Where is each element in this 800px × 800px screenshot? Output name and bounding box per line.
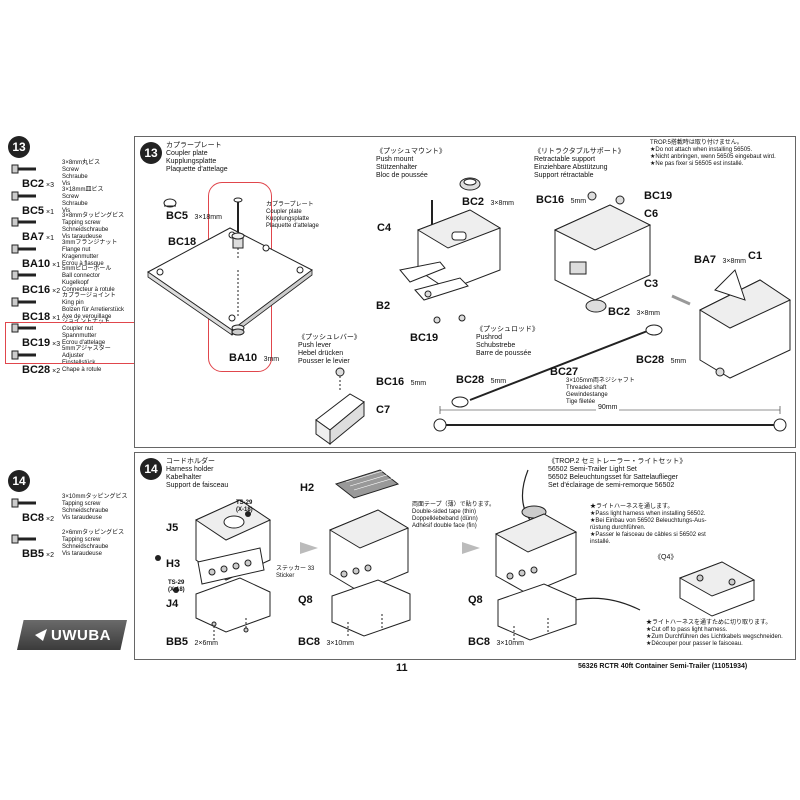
tape-h2-label: H2: [300, 482, 315, 494]
harness-j4-label: J4: [166, 598, 179, 610]
bc19-part-icon: [10, 319, 38, 337]
tape-instructions: 両面テープ（薄）で貼ります。Double-sided tape (thin)Do…: [412, 502, 496, 529]
step-13-number: 13: [8, 136, 30, 158]
retract-c6-label: C6: [644, 208, 659, 220]
coupler-bc5-label: BC5 3×18mm: [166, 210, 222, 222]
bb5-part-icon: [10, 530, 38, 548]
retract-c3-label: C3: [644, 278, 659, 290]
q4-notes: ★ライトハーネスを通すために切り取ります。★Cut off to pass li…: [646, 620, 783, 647]
push-rod-bc28b-label: BC28 5mm: [636, 354, 687, 366]
bc19-part-label: BC19×3: [22, 337, 61, 349]
bc16-part-icon: [10, 266, 38, 284]
retract-bc19-label: BC19: [644, 190, 673, 202]
bc18-part-label: BC18×1: [22, 310, 61, 323]
bc18-part-icon: [10, 293, 38, 311]
step-13-frame: [134, 136, 796, 448]
uwuba-logo: UWUBA: [17, 620, 127, 650]
harness-h3-label: H3: [166, 558, 181, 570]
push-lever-c7-label: C7: [376, 404, 391, 416]
step-14-frame-number: 14: [140, 458, 162, 480]
retract-bc2-label: BC2 3×8mm: [608, 306, 661, 318]
harness-j5-label: J5: [166, 522, 179, 534]
step-13-frame-number: 13: [140, 142, 162, 164]
q4-title: 《Q4》: [654, 554, 678, 561]
push-mount-bc19-label: BC19: [410, 332, 439, 344]
bc28-part-icon: [10, 346, 38, 364]
ba10-part-icon: [10, 240, 38, 258]
push-rod-length: 90mm: [596, 404, 620, 412]
bc16-part-label: BC16×2: [22, 284, 61, 296]
harness-ts29b-label: TS-29(X-18): [168, 580, 185, 593]
bc28-part-label: BC28×2: [22, 363, 61, 376]
coupler-bc18-label: BC18: [168, 236, 197, 248]
step-14-number: 14: [8, 470, 30, 492]
tape-bc8-label: BC8 3×10mm: [298, 636, 354, 648]
light-set-notes: ★ライトハーネスを通します。★Pass light harness when i…: [590, 504, 707, 545]
bc8-part-label: BC8×2: [22, 512, 54, 524]
page-number: 11: [396, 662, 408, 674]
push-rod-bc28-label: BC28 5mm: [456, 374, 507, 386]
harness-bb5-label: BB5 2×6mm: [166, 636, 219, 648]
push-rod-bc27-label: BC27: [550, 366, 579, 378]
bc8-part-icon: [10, 494, 38, 512]
light-bc8-label: BC8 3×10mm: [468, 636, 524, 648]
step-14-frame: [134, 452, 796, 660]
retract-c1-label: C1: [748, 250, 763, 262]
ba10-part-label: BA10×1: [22, 257, 61, 270]
bc2-part-icon: [10, 160, 38, 178]
logo-emblem-icon: [35, 629, 47, 641]
trop5-note: TROP.5搭載時は取り付けません。★Do not attach when in…: [650, 140, 776, 167]
bb5-part-label: BB5×2: [22, 548, 54, 560]
retract-bc16-label: BC16 5mm: [536, 194, 587, 206]
light-set-title: 《TROP.2 セミトレーラー・ライトセット》56502 Semi-Traile…: [548, 458, 687, 489]
footer-text: 56326 RCTR 40ft Container Semi-Trailer (…: [578, 663, 748, 670]
bc2-part-label: BC2×3: [22, 178, 54, 190]
retract-ba7-label: BA7 3×8mm: [694, 254, 747, 266]
push-mount-b2-label: B2: [376, 300, 391, 312]
push-mount-c4-label: C4: [377, 222, 392, 234]
push-mount-bc2-label: BC2 3×8mm: [462, 196, 515, 208]
ba7-part-icon: [10, 213, 38, 231]
harness-ts29a-label: TS-29(X-18): [236, 500, 253, 513]
push-lever-bc16-label: BC16 5mm: [376, 376, 427, 388]
bc5-part-label: BC5×1: [22, 204, 54, 217]
coupler-ba10-label: BA10 3mm: [229, 352, 280, 364]
light-q8-label: Q8: [468, 594, 483, 606]
bc5-part-icon: [10, 187, 38, 205]
ba7-part-label: BA7×1: [22, 231, 54, 243]
tape-q8-label: Q8: [298, 594, 313, 606]
